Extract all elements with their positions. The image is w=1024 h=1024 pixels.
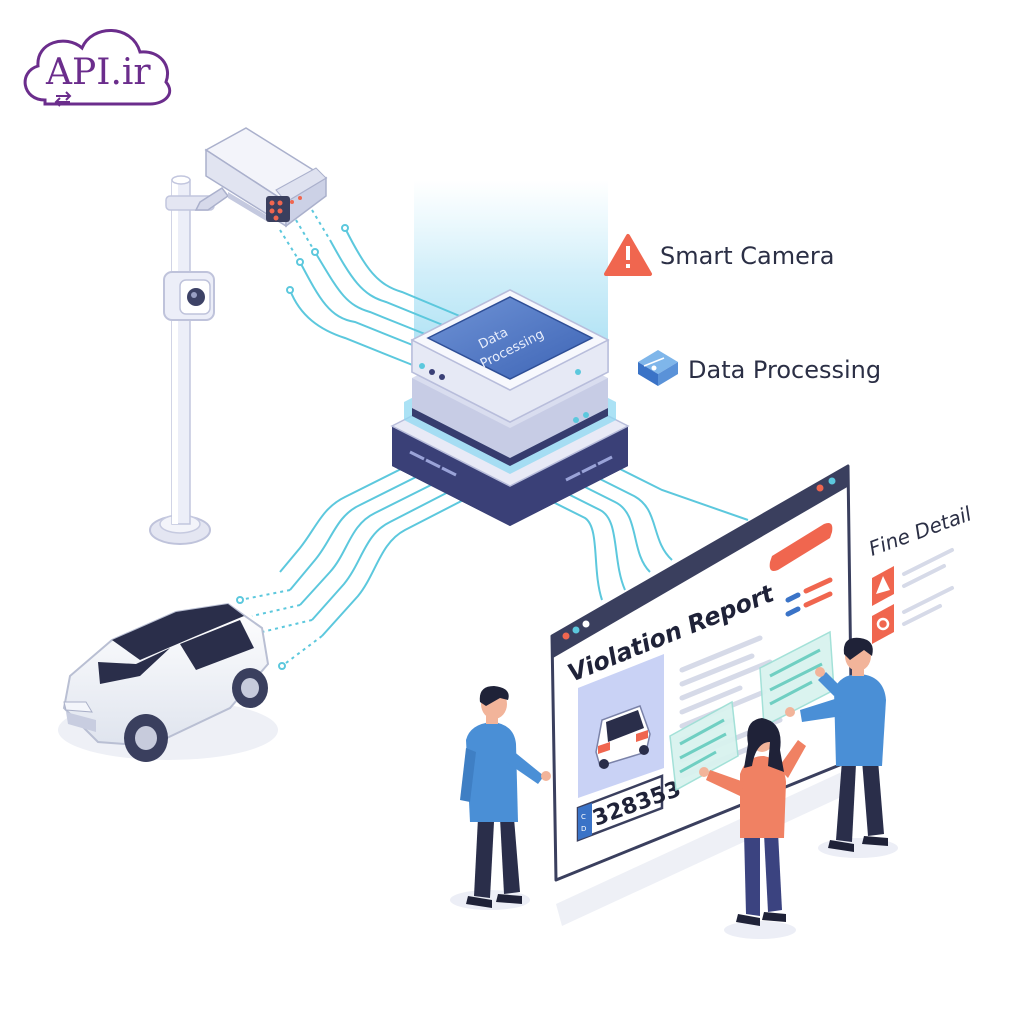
server-to-car-connections [236,461,476,670]
data-processing-server: Data Processing [390,289,630,526]
legend-data-processing: Data Processing [638,350,881,386]
report-bullet-items [785,577,833,617]
fine-detail-label: Fine Detail [866,501,975,560]
car-photo-thumbnail[interactable] [578,654,664,798]
server-ports [409,450,613,482]
car [58,602,278,762]
legend-smart-camera-label: Smart Camera [660,242,834,270]
car-wheel-rear [232,668,268,708]
api-logo[interactable]: API.ir [23,29,172,107]
side-camera-icon [163,271,215,321]
logo-text: API.ir [45,52,151,93]
fine-warning-icon [872,566,894,606]
camera-ir-leds [266,196,302,222]
legend-smart-camera: Smart Camera [604,234,834,276]
window-controls[interactable] [562,477,836,640]
orange-action-button[interactable] [769,523,833,571]
server-status-leds [573,412,589,423]
logo-swap-arrows-icon [54,91,72,107]
highlight-card-2[interactable] [669,700,739,792]
person-middle [699,718,806,939]
camera-to-server-connections [279,209,475,369]
server-to-report-connections [544,463,749,601]
fine-detail-lines [902,548,954,626]
legend-data-processing-label: Data Processing [688,356,881,384]
server-front-leds [419,363,581,380]
fine-detail-panel: Fine Detail [866,501,975,644]
data-processing-icon [638,350,678,386]
person-right [785,637,898,858]
plate-prefix-line1: C [581,813,586,821]
plate-prefix-line2: D [581,825,586,833]
camera-pole [149,175,215,545]
logo-cloud-outline [23,29,172,106]
smart-camera [194,127,328,228]
violation-report-window[interactable]: Violation Report C D 328353 [550,464,854,926]
fine-settings-icon [872,604,894,644]
car-wheel-front [124,714,168,762]
warning-icon [604,234,652,276]
person-left [450,686,551,910]
